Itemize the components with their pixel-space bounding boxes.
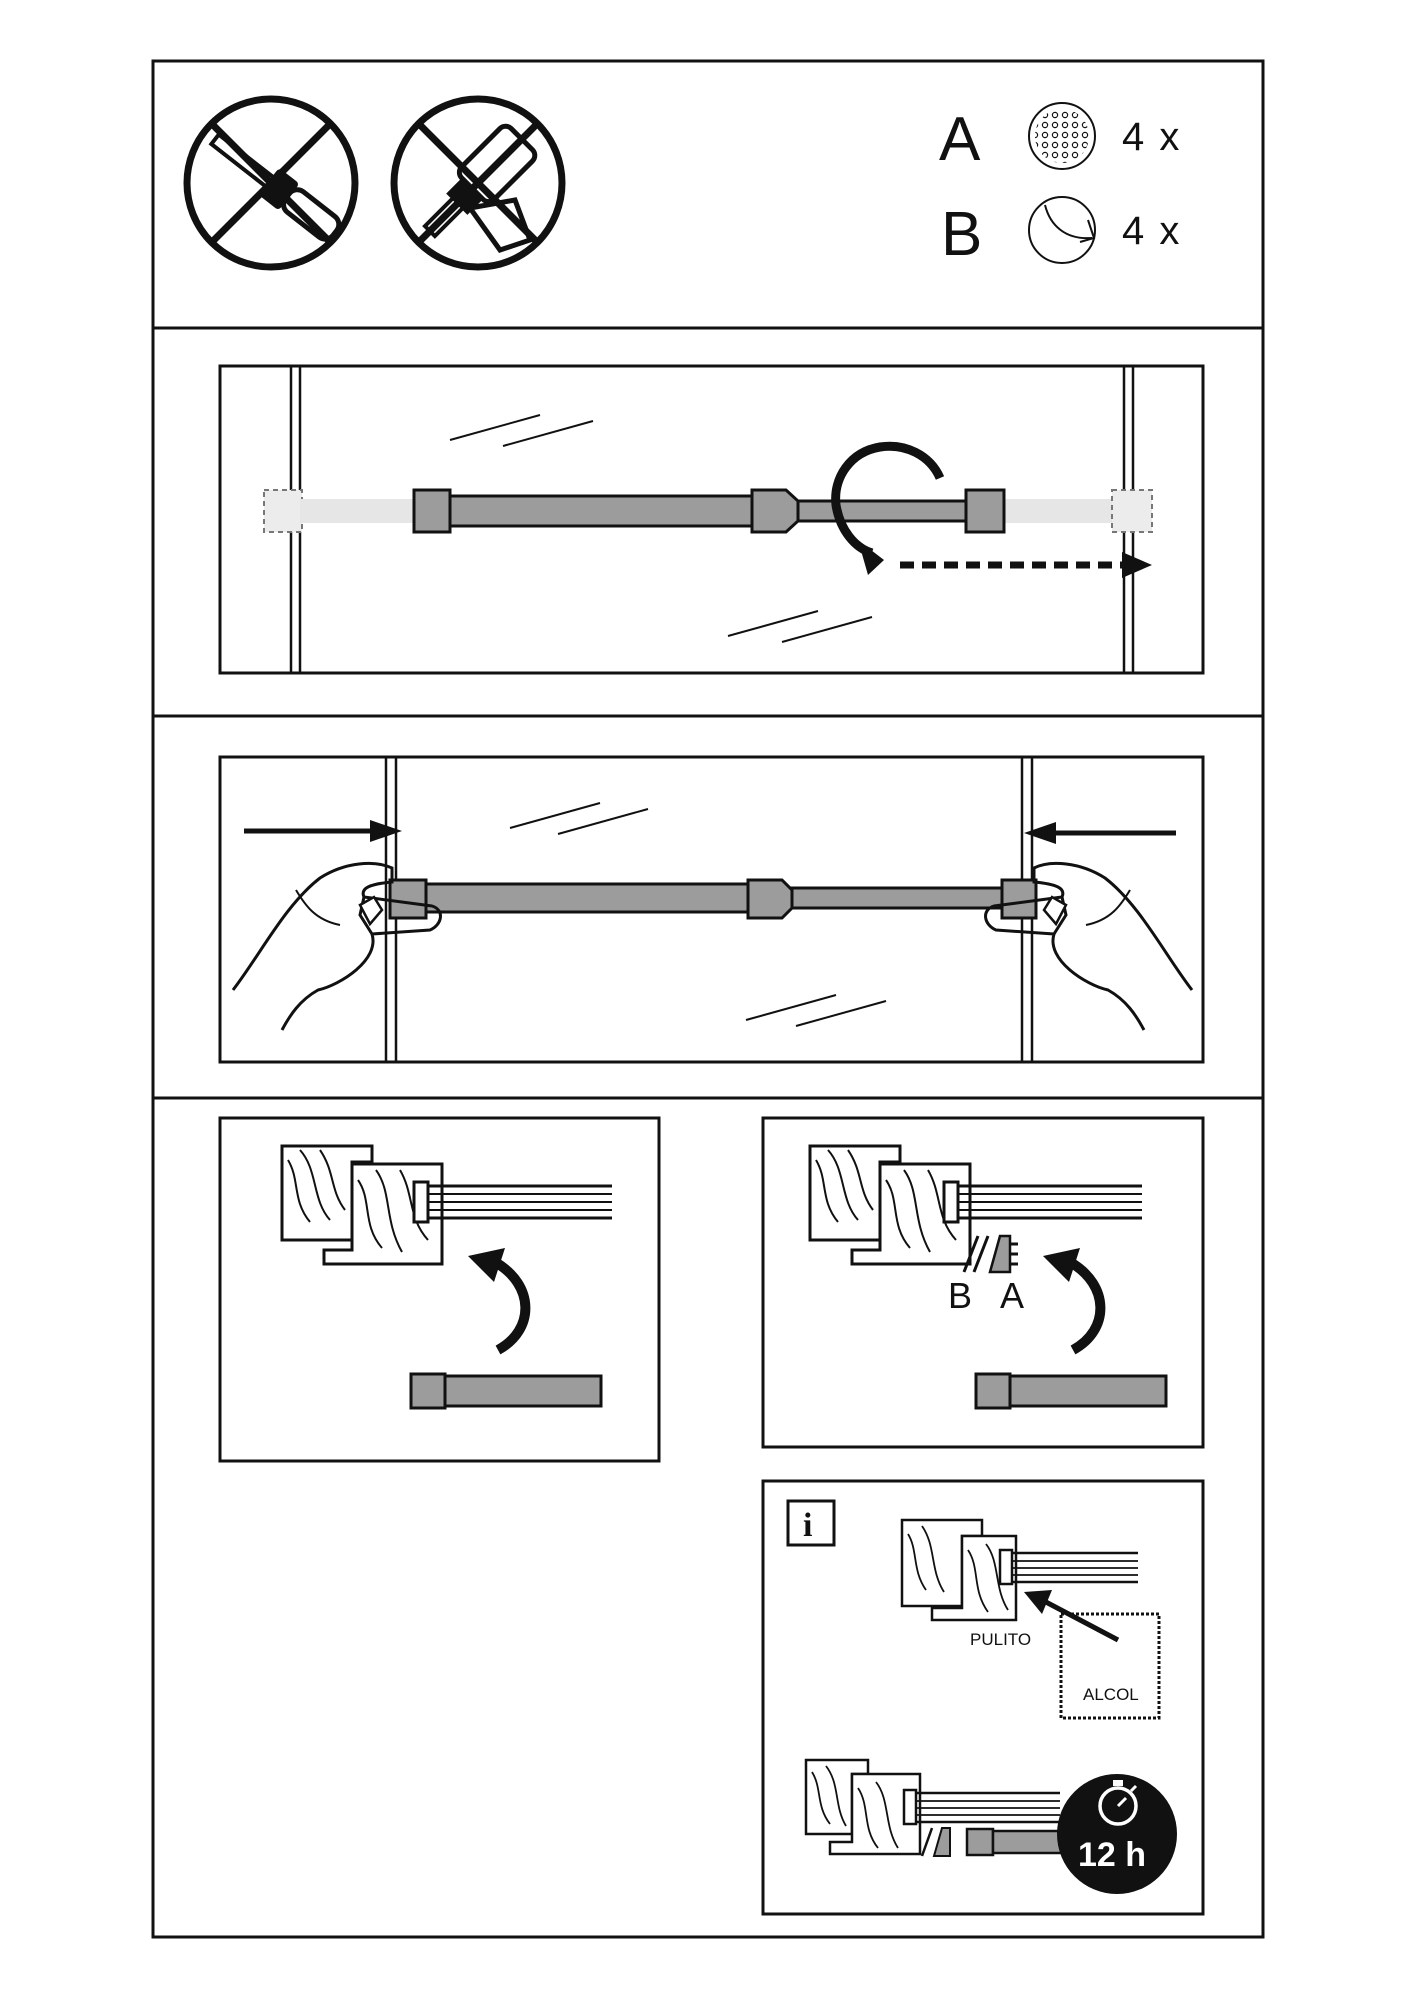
part-b-quantity: 4 x	[1122, 209, 1181, 253]
clean-label: PULITO	[970, 1630, 1031, 1649]
clean-surface-illustration	[900, 1518, 1161, 1720]
page-frame	[151, 59, 1265, 1939]
part-a-letter: A	[939, 105, 981, 174]
part-b-letter: B	[941, 200, 982, 269]
info-icon	[786, 1499, 836, 1547]
no-screwdriver-icon	[183, 95, 359, 271]
info-icon-letter: i	[803, 1507, 812, 1544]
remove-end-cap-illustration	[218, 1116, 661, 1463]
alcohol-label: ALCOL	[1083, 1685, 1139, 1704]
apply-pads-illustration	[761, 1116, 1205, 1449]
extend-rod-illustration	[218, 364, 1205, 675]
stopwatch-badge	[1057, 1774, 1177, 1894]
stopwatch-icon	[1098, 1780, 1138, 1826]
round-sticker-icon	[1028, 196, 1096, 264]
press-rod-illustration	[218, 755, 1205, 1064]
wait-time-label: 12 h	[1078, 1836, 1146, 1874]
textured-adhesive-pad-icon	[1028, 102, 1096, 170]
no-power-drill-icon	[390, 95, 566, 271]
part-a-quantity: 4 x	[1122, 115, 1181, 159]
part-a-callout: A	[1000, 1275, 1024, 1316]
part-b-callout: B	[948, 1275, 972, 1316]
wait-illustration	[804, 1758, 1067, 1857]
